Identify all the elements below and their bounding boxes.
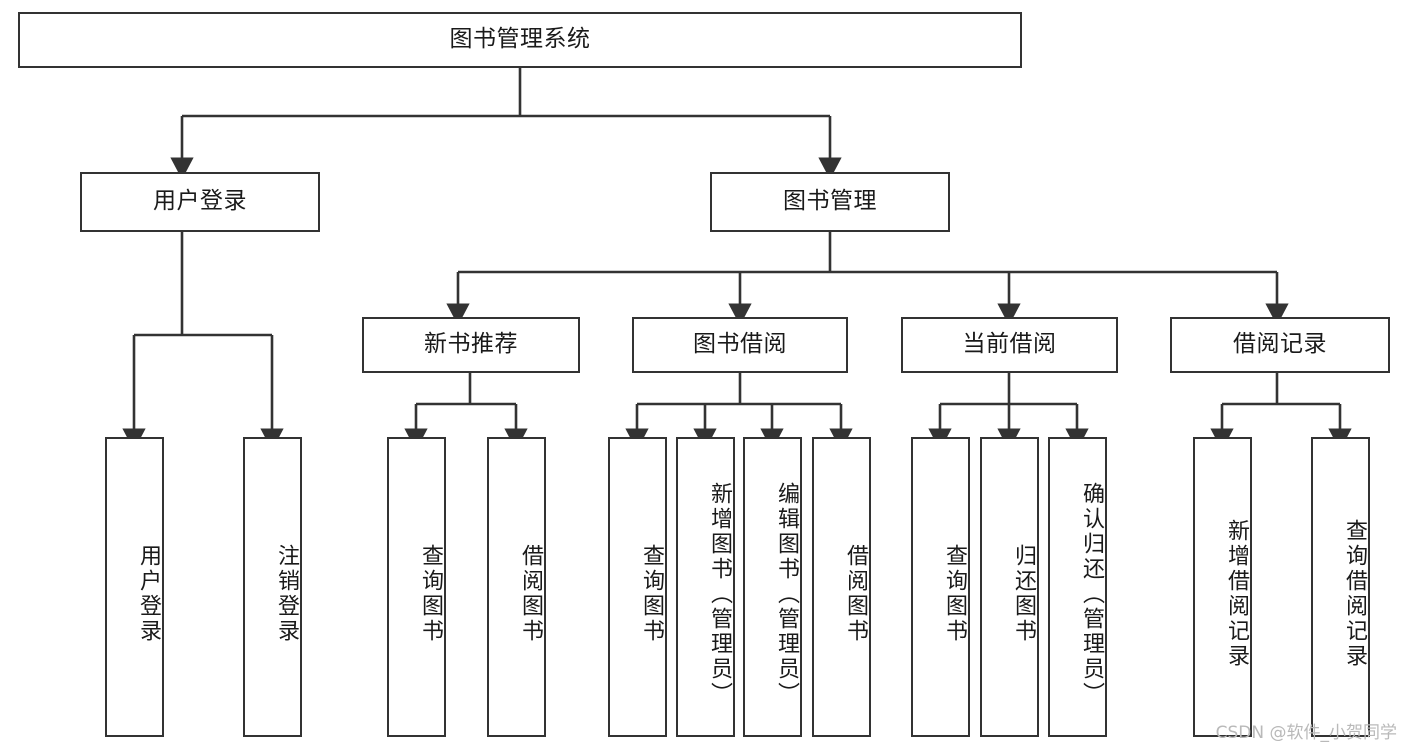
csdn-watermark: CSDN @软件_小贺同学 bbox=[1215, 723, 1397, 743]
leaf-edit-book[interactable]: 编辑图书（管理员） bbox=[743, 437, 802, 737]
leaf-borrow-book-2-label: 借阅图书 bbox=[843, 544, 868, 644]
leaf-logout-login[interactable]: 注销登录 bbox=[243, 437, 302, 737]
leaf-query-book-3[interactable]: 查询图书 bbox=[911, 437, 970, 737]
leaf-add-record-label: 新增借阅记录 bbox=[1224, 519, 1249, 669]
leaf-return-book[interactable]: 归还图书 bbox=[980, 437, 1039, 737]
leaf-query-book-2-label: 查询图书 bbox=[639, 544, 664, 644]
leaf-query-record[interactable]: 查询借阅记录 bbox=[1311, 437, 1370, 737]
node-book-borrow-label: 图书借阅 bbox=[693, 331, 787, 358]
leaf-logout-login-label: 注销登录 bbox=[274, 544, 299, 644]
node-user-login-label: 用户登录 bbox=[153, 188, 247, 215]
leaf-query-book-2[interactable]: 查询图书 bbox=[608, 437, 667, 737]
leaf-query-book-3-label: 查询图书 bbox=[942, 544, 967, 644]
node-current-borrow[interactable]: 当前借阅 bbox=[901, 317, 1118, 373]
node-new-book-rec-label: 新书推荐 bbox=[424, 331, 518, 358]
node-new-book-rec[interactable]: 新书推荐 bbox=[362, 317, 580, 373]
leaf-add-record[interactable]: 新增借阅记录 bbox=[1193, 437, 1252, 737]
node-book-manage-label: 图书管理 bbox=[783, 188, 877, 215]
leaf-edit-book-label: 编辑图书（管理员） bbox=[774, 481, 799, 707]
leaf-borrow-book-1[interactable]: 借阅图书 bbox=[487, 437, 546, 737]
node-book-manage[interactable]: 图书管理 bbox=[710, 172, 950, 232]
node-borrow-record[interactable]: 借阅记录 bbox=[1170, 317, 1390, 373]
node-borrow-record-label: 借阅记录 bbox=[1233, 331, 1327, 358]
leaf-borrow-book-2[interactable]: 借阅图书 bbox=[812, 437, 871, 737]
leaf-query-record-label: 查询借阅记录 bbox=[1342, 519, 1367, 669]
node-root[interactable]: 图书管理系统 bbox=[18, 12, 1022, 68]
leaf-user-login-label: 用户登录 bbox=[136, 544, 161, 644]
leaf-confirm-return[interactable]: 确认归还（管理员） bbox=[1048, 437, 1107, 737]
leaf-return-book-label: 归还图书 bbox=[1011, 544, 1036, 644]
leaf-query-book-1[interactable]: 查询图书 bbox=[387, 437, 446, 737]
node-book-borrow[interactable]: 图书借阅 bbox=[632, 317, 848, 373]
leaf-query-book-1-label: 查询图书 bbox=[418, 544, 443, 644]
leaf-borrow-book-1-label: 借阅图书 bbox=[518, 544, 543, 644]
node-user-login[interactable]: 用户登录 bbox=[80, 172, 320, 232]
leaf-user-login[interactable]: 用户登录 bbox=[105, 437, 164, 737]
leaf-confirm-return-label: 确认归还（管理员） bbox=[1079, 481, 1104, 707]
leaf-add-book[interactable]: 新增图书（管理员） bbox=[676, 437, 735, 737]
node-current-borrow-label: 当前借阅 bbox=[962, 331, 1057, 358]
leaf-add-book-label: 新增图书（管理员） bbox=[707, 481, 732, 707]
node-root-label: 图书管理系统 bbox=[449, 26, 591, 53]
